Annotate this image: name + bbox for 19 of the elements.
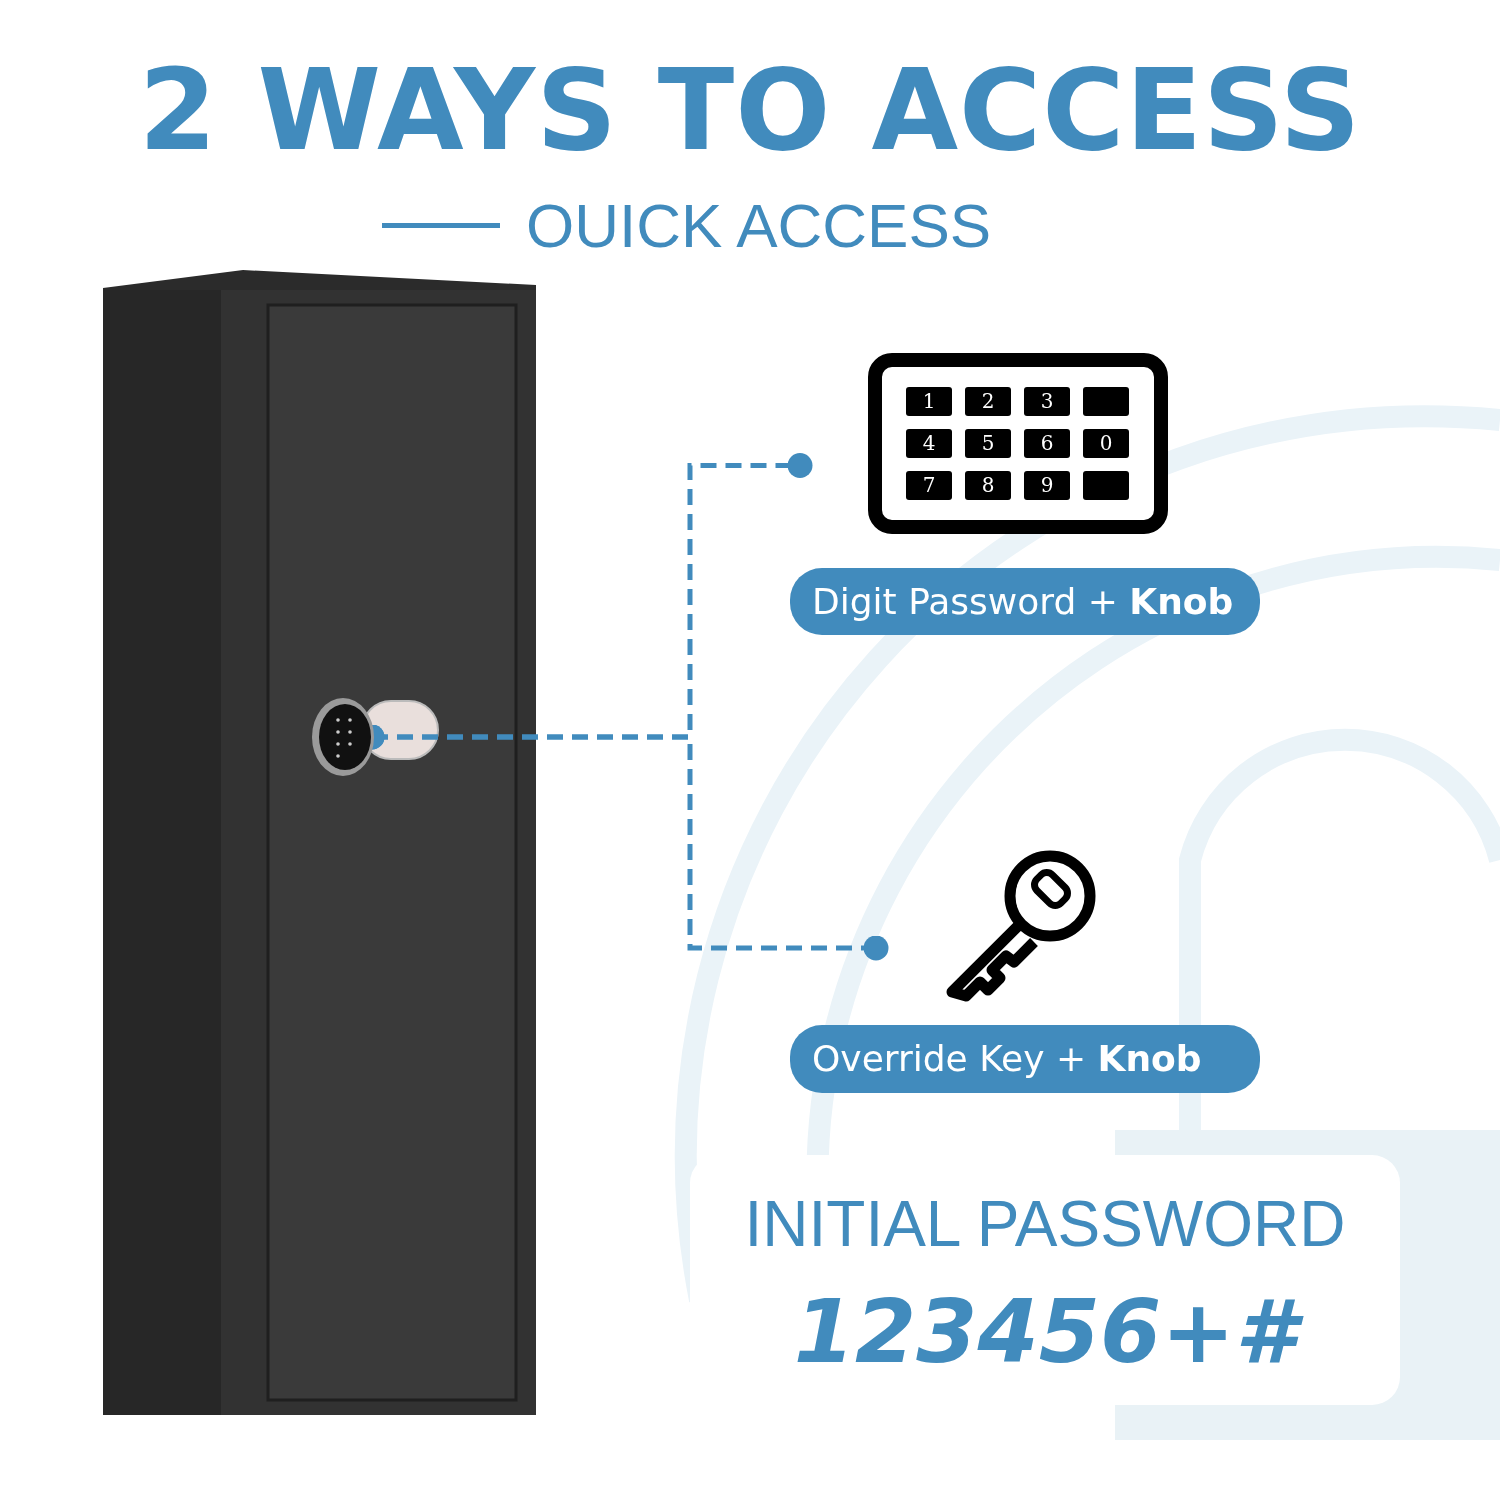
keypad-key: 6: [1024, 429, 1070, 458]
title: 2 WAYS TO ACCESS: [137, 45, 1363, 175]
option-label: Digit Password + Knob: [790, 568, 1260, 635]
keypad-key: 4: [906, 429, 952, 458]
keypad-key: 3: [1024, 387, 1070, 416]
keypad-key: 2: [965, 387, 1011, 416]
option-label: Override Key + Knob: [790, 1025, 1260, 1093]
keypad-key: 7: [906, 471, 952, 500]
keypad-key: 9: [1024, 471, 1070, 500]
initial-password: 123456+#: [720, 1280, 1370, 1383]
keypad-key: 0: [1083, 429, 1129, 458]
keypad-key: 5: [965, 429, 1011, 458]
keypad-key: 1: [906, 387, 952, 416]
electronic-lock-keypad: [312, 698, 374, 776]
keypad-icon: [868, 353, 1168, 534]
card-heading: INITIAL PASSWORD: [743, 1187, 1347, 1261]
subtitle: OUICK ACCESS: [526, 190, 992, 261]
keypad-key: 8: [965, 471, 1011, 500]
key-icon: [944, 850, 1096, 1002]
